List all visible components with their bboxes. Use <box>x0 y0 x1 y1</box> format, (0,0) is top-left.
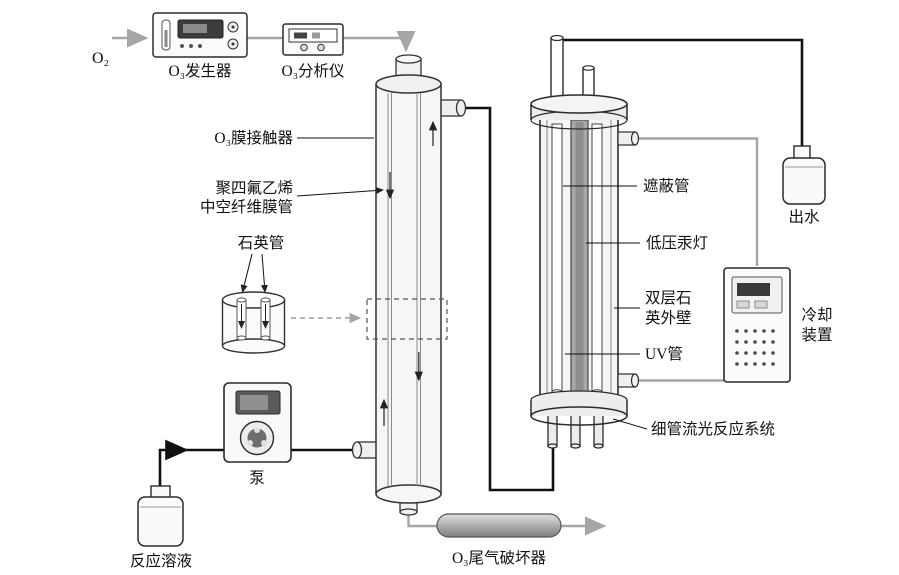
membrane-fiber-tubes <box>387 93 421 486</box>
cup-rim <box>221 291 286 309</box>
quartz-label-pointer <box>240 253 253 293</box>
bottle-neck <box>150 485 171 499</box>
generator-knob-dot <box>231 25 235 29</box>
ptfe-label-line1: 聚四氟乙烯 <box>215 179 293 197</box>
analyzer-knob <box>300 43 308 52</box>
ozone-analyzer <box>282 23 344 56</box>
top-flange-upper-rim <box>530 94 628 114</box>
reactor-cooling-port-bottom-cap <box>630 373 640 388</box>
reactor-legs <box>547 407 604 449</box>
cooling-display <box>737 283 770 296</box>
feed-line-arrow-icon <box>158 439 189 494</box>
pump-roller <box>261 440 267 446</box>
contactor-to-reactor-line <box>463 106 555 492</box>
contactor-top-cap <box>375 74 442 94</box>
liquid-lines <box>158 38 804 494</box>
analyzer-knob <box>317 43 325 52</box>
bottom-flange-body <box>531 400 627 416</box>
labels: O₂ O₃发生器 O₃分析仪 O₃膜接触器 聚四氟乙烯 中空纤维膜管 石英管 泵… <box>92 50 833 570</box>
generator-label: O₃发生器 <box>168 62 232 80</box>
cooling-button <box>736 300 750 309</box>
offgas-destructor <box>436 513 562 538</box>
cooling-unit <box>723 267 791 383</box>
cooling-supply-line <box>637 137 759 266</box>
ptfe-label-line2: 中空纤维膜管 <box>200 198 293 216</box>
pump-roller <box>247 440 253 446</box>
ozone-generator <box>152 12 248 58</box>
reactor-bottom-flange <box>530 390 628 426</box>
reaction-solution-label: 反应溶液 <box>130 551 192 570</box>
cooling-keypad <box>735 329 775 366</box>
double-wall-label-line1: 双层石 <box>645 290 692 307</box>
contactor-label: O₃膜接触器 <box>214 129 293 147</box>
uv-reactor <box>530 34 640 449</box>
flow-direction-arrows <box>379 120 438 426</box>
quartz-tube-cup <box>221 291 286 354</box>
bottom-flange-lower-rim <box>530 406 628 426</box>
contactor-top-neck-cap <box>395 54 422 64</box>
cup-flow-arrows <box>238 304 269 329</box>
generator-button <box>180 44 184 48</box>
mercury-lamp-label: 低压汞灯 <box>646 234 708 252</box>
cup-bottom <box>221 338 286 354</box>
contactor-outlet-port-cap <box>455 99 467 117</box>
shield-tube-shape <box>551 123 563 393</box>
reactor-effluent-line <box>559 38 804 148</box>
contactor-bottom-neck-cap <box>399 508 418 516</box>
generator-button <box>198 44 202 48</box>
generator-button <box>189 44 193 48</box>
o2-label: O₂ <box>92 50 109 67</box>
analyzer-display-readout <box>294 32 307 39</box>
reactor-cooling-port-top-cap <box>630 131 640 146</box>
shield-tube-label: 遮蔽管 <box>643 177 690 195</box>
ptfe-label-pointer <box>296 186 384 197</box>
generator-gauge-level <box>164 30 168 47</box>
bottle-body <box>137 496 184 547</box>
contactor-body <box>376 84 441 494</box>
double-wall-label-line2: 英外壁 <box>645 309 692 327</box>
analyzer-display-readout2 <box>312 32 320 39</box>
effluent-bottle-neck <box>793 145 811 160</box>
reactor-system-label: 细管流光反应系统 <box>651 419 775 438</box>
reactor-system-pointer <box>612 418 648 430</box>
cooling-label-line1: 冷却 <box>801 306 832 324</box>
pump-display-readout <box>240 395 268 410</box>
dashed-section-box <box>366 298 448 340</box>
generator-knob-dot <box>231 42 235 46</box>
uv-tube-shape <box>591 123 603 393</box>
effluent-bottle-body <box>782 157 826 205</box>
reactor-top-flange <box>530 94 628 130</box>
pump-label: 泵 <box>249 470 265 487</box>
reactor-top-tube-tall-cap <box>550 34 564 42</box>
uv-tube-label: UV管 <box>645 345 683 363</box>
mercury-lamp-core <box>575 122 584 396</box>
cooling-label-line2: 装置 <box>801 326 832 344</box>
quartz-tube-label: 石英管 <box>238 234 285 252</box>
pump-roller <box>254 427 260 433</box>
membrane-contactor <box>351 54 467 516</box>
generator-display-readout <box>183 24 207 33</box>
peristaltic-pump <box>223 382 292 463</box>
reactor-top-tube-short-cap <box>582 65 595 71</box>
offgas-destructor-label: O₃尾气破坏器 <box>452 549 547 567</box>
contactor-inlet-port-cap <box>351 441 363 459</box>
effluent-bottle <box>782 145 826 205</box>
analyzer-to-contactor-line <box>343 30 416 53</box>
analyzer-label: O₃分析仪 <box>281 62 344 80</box>
effluent-label: 出水 <box>788 208 820 226</box>
contactor-bottom-cap <box>375 484 442 504</box>
reaction-solution-bottle <box>137 485 184 547</box>
quartz-label-pointer <box>260 253 268 293</box>
cooling-button <box>754 300 768 309</box>
